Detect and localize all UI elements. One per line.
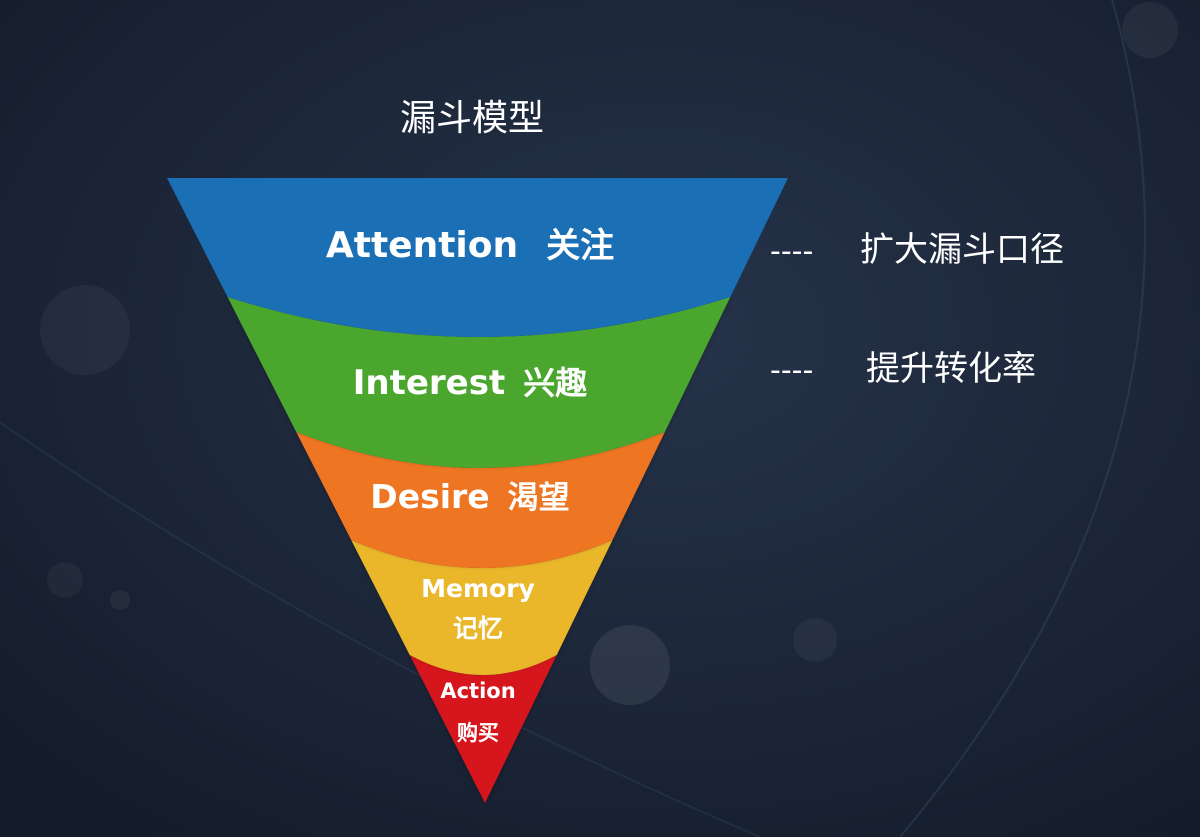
stage-label-en-memory: Memory [421, 574, 535, 603]
annotation-text: 提升转化率 [866, 349, 1036, 389]
funnel-segment-desire [296, 432, 665, 568]
diagram-title: 漏斗模型 [400, 98, 544, 139]
funnel-segment-attention [167, 178, 788, 337]
annotations: ---- 扩大漏斗口径 ---- 提升转化率 [770, 230, 1064, 389]
stage-label-en: Interest [353, 363, 506, 403]
stage-label-en-action: Action [440, 679, 515, 703]
funnel: Attention 关注 Interest 兴趣 Desire 渴望 Memory 记忆 Act… [167, 178, 788, 803]
stage-label-zh-action: 购买 [457, 721, 499, 745]
stage-label-zh-memory: 记忆 [453, 614, 503, 643]
annotation-dash: ---- [770, 353, 813, 388]
stage-label-en: Attention [326, 225, 518, 266]
funnel-segment-interest [227, 297, 731, 468]
stage-label-zh: 兴趣 [523, 364, 587, 402]
annotation-2: ---- 提升转化率 [770, 349, 1036, 389]
stage-label-desire: Desire 渴望 [370, 477, 569, 516]
stage-label-zh: 关注 [546, 226, 614, 266]
stage-label-attention: Attention 关注 [326, 225, 614, 266]
annotation-1: ---- 扩大漏斗口径 [770, 230, 1064, 270]
stage-label-zh: 渴望 [508, 480, 570, 516]
funnel-segment-memory [351, 540, 613, 675]
stage-label-interest: Interest 兴趣 [353, 363, 588, 403]
annotation-text: 扩大漏斗口径 [860, 230, 1064, 270]
funnel-segment-action [409, 655, 557, 803]
annotation-dash: ---- [770, 234, 813, 269]
stage-label-en: Desire [370, 477, 489, 516]
